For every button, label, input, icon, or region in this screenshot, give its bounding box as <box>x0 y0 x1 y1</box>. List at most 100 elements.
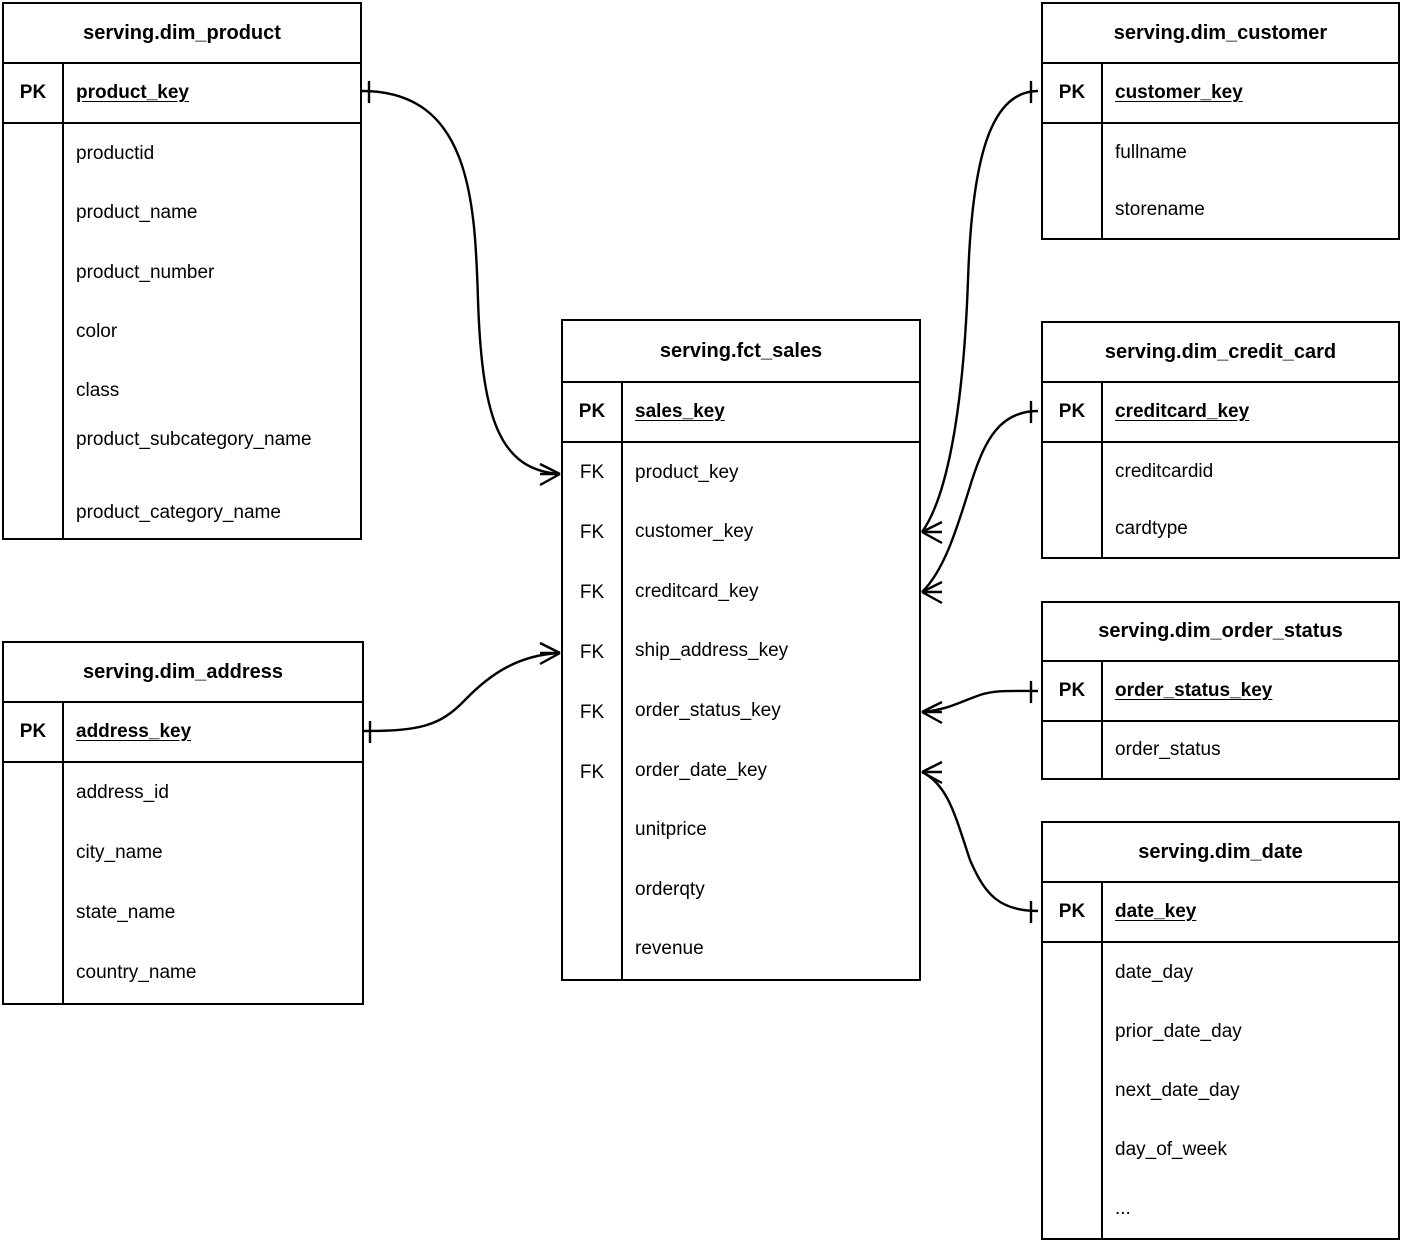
attribute-row: creditcard_key <box>635 580 759 602</box>
attribute-row: order_date_key <box>635 759 768 781</box>
pk-row-dim-credit-card: PK creditcard_key <box>1043 383 1398 443</box>
fk-badge: FK <box>579 462 605 483</box>
entity-dim-customer[interactable]: serving.dim_customer PK customer_key ful… <box>1041 2 1400 240</box>
pk-row-dim-product: PK product_key <box>4 64 360 124</box>
relationship-date <box>921 760 1039 923</box>
attribute-row: order_status_key <box>635 700 781 722</box>
pk-row-dim-date: PK date_key <box>1043 883 1398 943</box>
crowsfoot-creditcard <box>921 580 943 605</box>
attr-body-dim-credit-card: creditcardid cardtype <box>1043 443 1398 557</box>
attr-body-dim-address: address_id city_name state_name country_… <box>4 763 362 1003</box>
pk-badge-dim-product: PK <box>4 64 64 122</box>
pk-name-dim-credit-card: creditcard_key <box>1115 401 1250 422</box>
pk-badge-dim-order-status: PK <box>1043 662 1103 720</box>
pk-row-dim-address: PK address_key <box>4 703 362 763</box>
attribute-row: class <box>76 380 120 402</box>
attribute-row: prior_date_day <box>1115 1020 1242 1042</box>
entity-dim-product[interactable]: serving.dim_product PK product_key produ… <box>2 2 362 540</box>
relationship-product <box>361 81 561 487</box>
entity-title-fct-sales: serving.fct_sales <box>563 321 919 383</box>
attribute-row: product_category_name <box>76 502 281 524</box>
keycol-dim-product <box>4 124 64 538</box>
entity-title-dim-order-status: serving.dim_order_status <box>1043 603 1398 662</box>
attribute-row: product_subcategory_name <box>76 429 312 451</box>
pk-badge-dim-date: PK <box>1043 883 1103 941</box>
attribute-row: product_key <box>635 461 739 483</box>
fk-badge: FK <box>579 702 605 723</box>
relationship-orderstatus <box>921 681 1039 725</box>
attribute-row: fullname <box>1115 141 1187 163</box>
attrs-dim-date: date_day prior_date_day next_date_day da… <box>1103 943 1398 1238</box>
pk-name-fct-sales: sales_key <box>635 401 725 422</box>
attribute-row: address_id <box>76 782 169 803</box>
attrs-fct-sales: product_key customer_key creditcard_key … <box>623 443 919 979</box>
attrs-dim-order-status: order_status <box>1103 722 1398 778</box>
pk-row-dim-order-status: PK order_status_key <box>1043 662 1398 722</box>
attrs-dim-address: address_id city_name state_name country_… <box>64 763 362 1003</box>
entity-title-dim-product: serving.dim_product <box>4 4 360 64</box>
attribute-row: cardtype <box>1115 517 1188 539</box>
pk-badge-fct-sales: PK <box>563 383 623 441</box>
attribute-row: day_of_week <box>1115 1138 1227 1160</box>
pk-name-dim-product: product_key <box>76 82 189 103</box>
attribute-row: revenue <box>635 938 704 960</box>
fk-badge: FK <box>579 642 605 663</box>
entity-dim-date[interactable]: serving.dim_date PK date_key date_day pr… <box>1041 821 1400 1240</box>
keycol-dim-credit-card <box>1043 443 1103 557</box>
attribute-row: orderqty <box>635 878 705 900</box>
attribute-row: next_date_day <box>1115 1079 1240 1101</box>
pk-name-dim-order-status: order_status_key <box>1115 680 1273 701</box>
entity-title-dim-customer: serving.dim_customer <box>1043 4 1398 64</box>
keycol-dim-address <box>4 763 64 1003</box>
attribute-row: ship_address_key <box>635 640 789 662</box>
attribute-row: unitprice <box>635 819 707 841</box>
relationship-creditcard <box>921 401 1039 605</box>
attribute-row: product_name <box>76 202 198 224</box>
keycol-dim-customer <box>1043 124 1103 238</box>
attribute-row: country_name <box>76 962 197 983</box>
attribute-row: date_day <box>1115 961 1194 983</box>
attribute-row: customer_key <box>635 521 754 543</box>
entity-title-dim-address: serving.dim_address <box>4 643 362 703</box>
crowsfoot-product <box>539 462 561 487</box>
pk-name-dim-date: date_key <box>1115 901 1197 922</box>
pk-row-fct-sales: PK sales_key <box>563 383 919 443</box>
attrs-dim-customer: fullname storename <box>1103 124 1398 238</box>
attr-body-dim-order-status: order_status <box>1043 722 1398 778</box>
attribute-row: color <box>76 320 118 342</box>
attribute-row: ... <box>1115 1197 1131 1219</box>
pk-badge-dim-address: PK <box>4 703 64 761</box>
pk-badge-dim-customer: PK <box>1043 64 1103 122</box>
keycol-dim-order-status <box>1043 722 1103 778</box>
crowsfoot-orderstatus <box>921 700 943 725</box>
fk-badge: FK <box>579 582 605 603</box>
entity-title-dim-date: serving.dim_date <box>1043 823 1398 883</box>
attribute-row: order_status <box>1115 739 1221 760</box>
crowsfoot-customer <box>921 520 943 545</box>
relationship-customer <box>921 81 1039 545</box>
attribute-row: product_number <box>76 261 215 283</box>
keycol-fct-sales: FK FK FK FK FK FK <box>563 443 623 979</box>
fk-badge: FK <box>579 522 605 543</box>
attribute-row: productid <box>76 142 155 164</box>
entity-fct-sales[interactable]: serving.fct_sales PK sales_key FK FK FK … <box>561 319 921 981</box>
attrs-dim-credit-card: creditcardid cardtype <box>1103 443 1398 557</box>
entity-dim-order-status[interactable]: serving.dim_order_status PK order_status… <box>1041 601 1400 780</box>
entity-title-dim-credit-card: serving.dim_credit_card <box>1043 323 1398 383</box>
attribute-row: state_name <box>76 902 176 923</box>
entity-dim-address[interactable]: serving.dim_address PK address_key addre… <box>2 641 364 1005</box>
pk-badge-dim-credit-card: PK <box>1043 383 1103 441</box>
entity-dim-credit-card[interactable]: serving.dim_credit_card PK creditcard_ke… <box>1041 321 1400 559</box>
attr-body-dim-customer: fullname storename <box>1043 124 1398 238</box>
attr-body-dim-product: productid product_name product_number co… <box>4 124 360 538</box>
pk-name-dim-address: address_key <box>76 721 192 742</box>
attrs-dim-product: productid product_name product_number co… <box>64 124 360 538</box>
pk-row-dim-customer: PK customer_key <box>1043 64 1398 124</box>
crowsfoot-date <box>921 760 943 785</box>
pk-name-dim-customer: customer_key <box>1115 82 1243 103</box>
fk-badge: FK <box>579 762 605 783</box>
crowsfoot-address <box>539 641 561 666</box>
attr-body-fct-sales: FK FK FK FK FK FK product_key customer_k… <box>563 443 919 979</box>
keycol-dim-date <box>1043 943 1103 1238</box>
